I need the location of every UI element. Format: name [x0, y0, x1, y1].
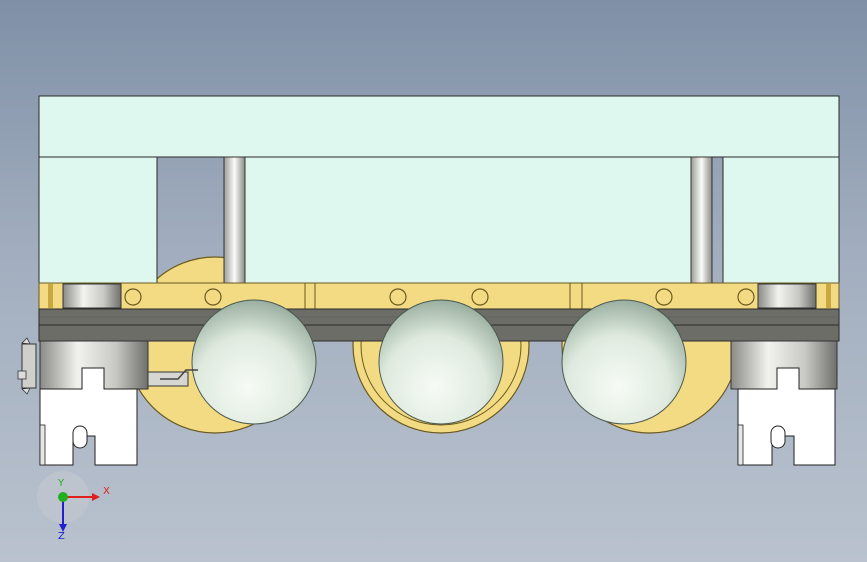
left-clamp [17, 337, 198, 395]
guide-pins [223, 156, 713, 284]
steel-balls [191, 299, 687, 425]
top-plate [38, 95, 840, 284]
triad-z-label: Z [58, 531, 65, 542]
triad-x-label: X [103, 486, 110, 497]
triad-y-label: Y [58, 478, 65, 489]
bearing-cylinders [39, 340, 838, 390]
reference-triad [37, 471, 100, 532]
bearing-blocks [39, 367, 836, 466]
